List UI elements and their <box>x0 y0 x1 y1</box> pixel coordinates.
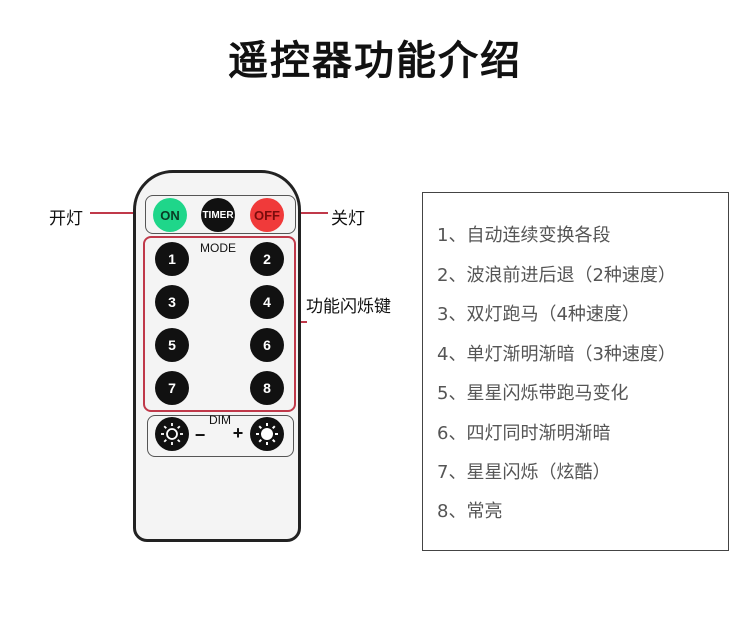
off-light-label: 关灯 <box>331 209 365 229</box>
timer-button[interactable]: TIMER <box>201 198 235 232</box>
dim-up-button[interactable] <box>250 417 284 451</box>
sun-filled-icon <box>256 423 278 445</box>
minus-sign: − <box>194 425 206 445</box>
mode-button-5[interactable]: 5 <box>155 328 189 362</box>
function-item-2: 2、波浪前进后退（2种速度） <box>437 265 676 286</box>
mode-button-8[interactable]: 8 <box>250 371 284 405</box>
dim-label: DIM <box>209 413 231 427</box>
function-item-4: 4、单灯渐明渐暗（3种速度） <box>437 344 676 365</box>
on-light-label: 开灯 <box>49 209 83 229</box>
mode-button-1[interactable]: 1 <box>155 242 189 276</box>
on-pointer-line <box>90 212 152 214</box>
function-item-6: 6、四灯同时渐明渐暗 <box>437 423 611 444</box>
mode-panel <box>143 236 296 412</box>
page-title: 遥控器功能介绍 <box>228 38 522 84</box>
off-pointer-line <box>284 212 328 214</box>
mode-label: MODE <box>200 241 236 255</box>
function-list: 1、自动连续变换各段 2、波浪前进后退（2种速度） 3、双灯跑马（4种速度） 4… <box>422 192 729 551</box>
flash-pointer-line <box>295 321 307 323</box>
on-button[interactable]: ON <box>153 198 187 232</box>
function-item-7: 7、星星闪烁（炫酷） <box>437 462 611 483</box>
off-button[interactable]: OFF <box>250 198 284 232</box>
mode-button-6[interactable]: 6 <box>250 328 284 362</box>
mode-button-4[interactable]: 4 <box>250 285 284 319</box>
power-panel <box>145 195 296 234</box>
dim-panel <box>147 415 294 457</box>
plus-sign: + <box>232 423 244 443</box>
function-item-5: 5、星星闪烁带跑马变化 <box>437 383 629 404</box>
sun-outline-icon <box>161 423 183 445</box>
mode-button-3[interactable]: 3 <box>155 285 189 319</box>
dim-down-button[interactable] <box>155 417 189 451</box>
function-item-3: 3、双灯跑马（4种速度） <box>437 304 640 325</box>
function-item-1: 1、自动连续变换各段 <box>437 225 611 246</box>
mode-button-7[interactable]: 7 <box>155 371 189 405</box>
function-item-8: 8、常亮 <box>437 501 503 522</box>
mode-button-2[interactable]: 2 <box>250 242 284 276</box>
flash-keys-label: 功能闪烁键 <box>306 297 391 317</box>
